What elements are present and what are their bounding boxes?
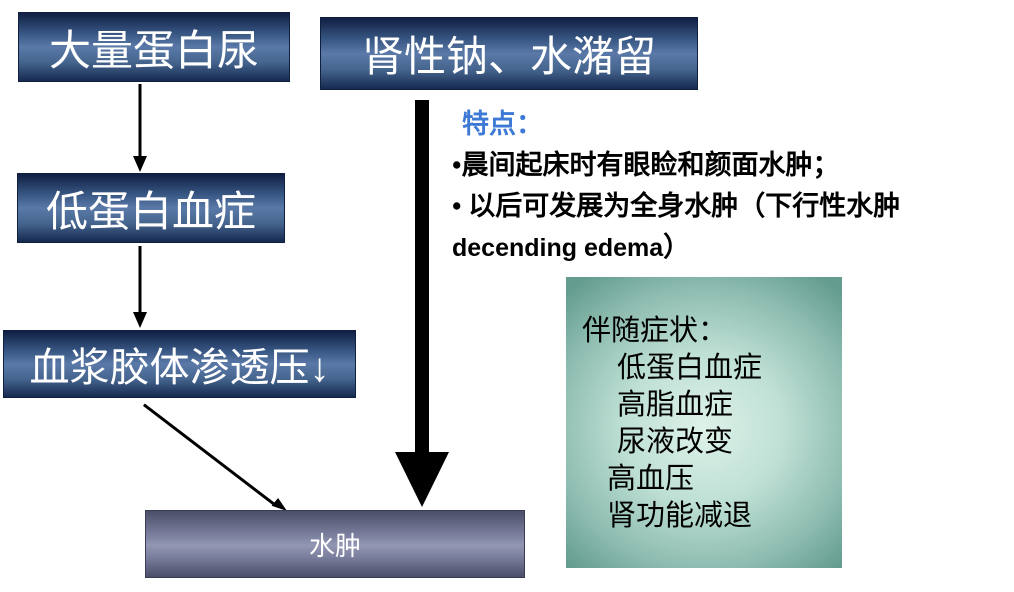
symptom-item: 尿液改变 (617, 426, 734, 458)
box-edema: 水肿 (145, 510, 525, 578)
box-proteinuria: 大量蛋白尿 (18, 12, 290, 82)
box-hypoproteinemia-label: 低蛋白血症 (45, 189, 256, 236)
down-arrow-icon (133, 246, 147, 328)
accompanying-symptoms-heading: 伴随症状： (582, 315, 728, 347)
symptom-item: 高脂血症 (617, 389, 734, 421)
features-bullet: • 以后可发展为全身水肿（下行性水肿 (452, 191, 901, 221)
symptom-item: 肾功能减退 (607, 500, 753, 532)
features-english-term: decending edema (452, 234, 664, 262)
features-bullet: •晨间起床时有眼睑和颜面水肿； (452, 150, 840, 180)
features-english-line: decending edema） (452, 227, 1014, 269)
box-edema-label: 水肿 (308, 531, 361, 561)
box-hypoproteinemia: 低蛋白血症 (17, 173, 285, 243)
symptom-item: 低蛋白血症 (617, 352, 763, 384)
box-plasma-colloid-osmotic-pressure-label: 血浆胶体渗透压↓ (29, 345, 330, 390)
thick-down-arrow-icon (395, 100, 449, 507)
symptom-item: 高血压 (607, 463, 695, 495)
box-renal-sodium-water-retention: 肾性钠、水潴留 (320, 17, 698, 90)
diagonal-arrow-icon (143, 403, 287, 511)
features-heading: 特点： (462, 109, 543, 139)
down-arrow-icon (133, 84, 147, 172)
features-block: 特点： •晨间起床时有眼睑和颜面水肿； • 以后可发展为全身水肿（下行性水肿 d… (452, 104, 1014, 269)
box-proteinuria-label: 大量蛋白尿 (48, 28, 259, 75)
accompanying-symptoms-box: 伴随症状： 低蛋白血症 高脂血症 尿液改变 高血压 肾功能减退 (566, 277, 842, 568)
features-closing-paren: ） (663, 232, 691, 262)
box-renal-sodium-water-retention-label: 肾性钠、水潴留 (361, 35, 656, 81)
box-plasma-colloid-osmotic-pressure: 血浆胶体渗透压↓ (3, 330, 356, 398)
